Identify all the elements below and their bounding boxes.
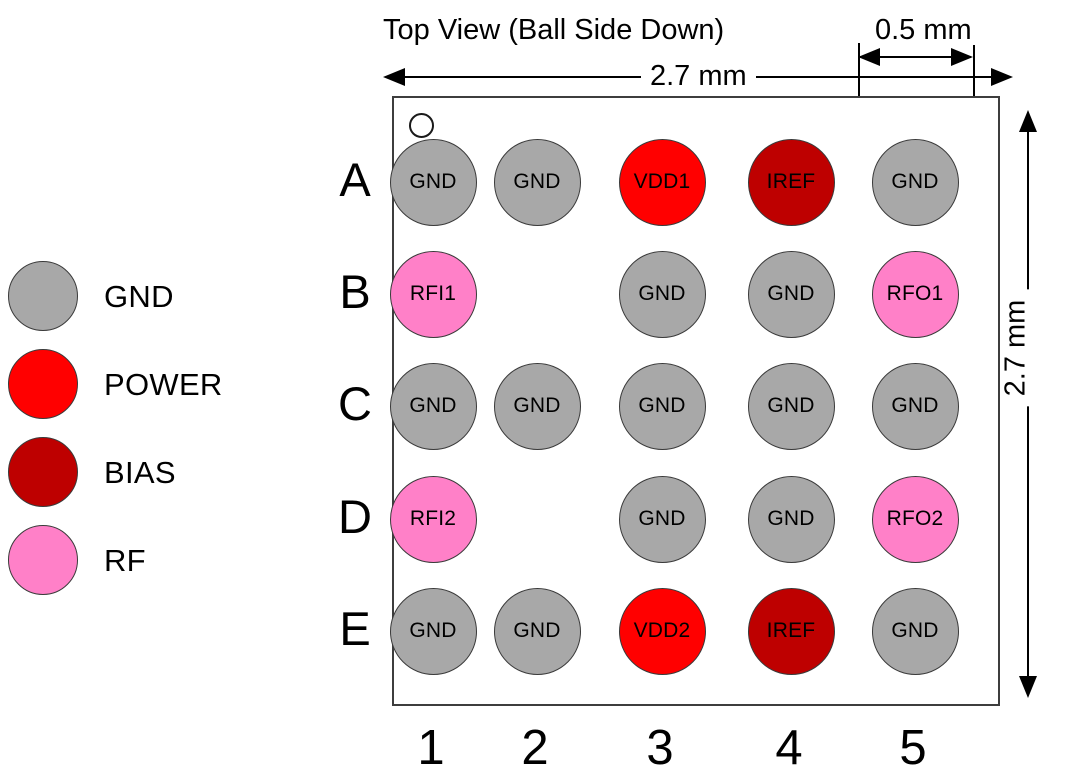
legend-label: BIAS: [104, 454, 176, 490]
ball-E4[interactable]: IREF: [747, 587, 835, 675]
ball-E5[interactable]: GND: [871, 587, 959, 675]
column-label-4: 4: [775, 721, 803, 775]
height-dimension-arrow-down: [1019, 676, 1037, 698]
legend-item-bias: BIAS: [8, 434, 238, 510]
ball-B3[interactable]: GND: [618, 250, 706, 338]
pitch-dimension-arrow-left: [858, 48, 880, 66]
pin1-indicator-icon: [409, 113, 434, 138]
pitch-dimension-label: 0.5 mm: [866, 16, 981, 45]
row-label-B: B: [339, 265, 371, 318]
diagram-title: Top View (Ball Side Down): [383, 14, 725, 46]
width-dimension-label: 2.7 mm: [641, 62, 756, 91]
pitch-dimension-arrow-right: [951, 48, 973, 66]
row-label-A: A: [339, 153, 371, 206]
column-label-2: 2: [521, 721, 549, 775]
ball-B1[interactable]: RFI1: [389, 250, 477, 338]
ball-A4[interactable]: IREF: [747, 138, 835, 226]
row-label-E: E: [339, 602, 371, 655]
ball-B5[interactable]: RFO1: [871, 250, 959, 338]
legend-swatch-power: [8, 349, 78, 419]
ball-C4[interactable]: GND: [747, 362, 835, 450]
ball-C1[interactable]: GND: [389, 362, 477, 450]
ball-D1[interactable]: RFI2: [389, 475, 477, 563]
legend-item-rf: RF: [8, 522, 238, 598]
legend-swatch-gnd: [8, 261, 78, 331]
ball-A5[interactable]: GND: [871, 138, 959, 226]
pitch-dimension-line: [860, 56, 971, 58]
row-label-C: C: [338, 377, 372, 430]
legend-label: GND: [104, 278, 174, 314]
width-dimension-arrow-left: [383, 68, 405, 86]
ball-C5[interactable]: GND: [871, 362, 959, 450]
ball-E2[interactable]: GND: [493, 587, 581, 675]
ball-E3[interactable]: VDD2: [618, 587, 706, 675]
legend-swatch-bias: [8, 437, 78, 507]
height-dimension-arrow-up: [1019, 110, 1037, 132]
width-dimension-arrow-right: [991, 68, 1013, 86]
legend-item-gnd: GND: [8, 258, 238, 334]
ball-A3[interactable]: VDD1: [618, 138, 706, 226]
column-label-1: 1: [417, 721, 445, 775]
height-dimension-label: 2.7 mm: [1000, 289, 1032, 407]
ball-B4[interactable]: GND: [747, 250, 835, 338]
legend-label: RF: [104, 542, 146, 578]
ball-D5[interactable]: RFO2: [871, 475, 959, 563]
ball-D3[interactable]: GND: [618, 475, 706, 563]
ball-D4[interactable]: GND: [747, 475, 835, 563]
column-label-5: 5: [899, 721, 927, 775]
row-label-D: D: [338, 490, 372, 543]
legend-item-power: POWER: [8, 346, 238, 422]
ball-E1[interactable]: GND: [389, 587, 477, 675]
legend-swatch-rf: [8, 525, 78, 595]
legend-label: POWER: [104, 366, 223, 402]
ball-A2[interactable]: GND: [493, 138, 581, 226]
legend: GND POWER BIAS RF: [8, 258, 238, 598]
column-label-3: 3: [646, 721, 674, 775]
ball-C3[interactable]: GND: [618, 362, 706, 450]
ball-A1[interactable]: GND: [389, 138, 477, 226]
ball-C2[interactable]: GND: [493, 362, 581, 450]
